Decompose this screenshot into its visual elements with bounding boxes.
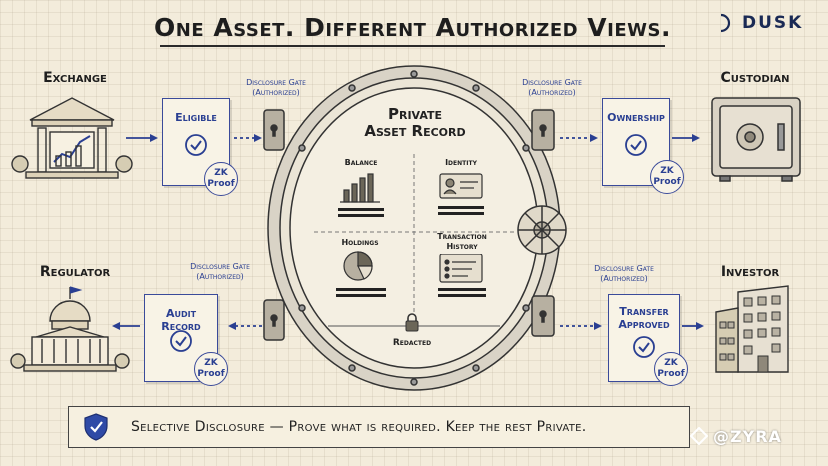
zk-line1: ZK (214, 168, 228, 178)
check-circle-icon (633, 336, 655, 358)
quadrant-label-line1: Transaction (437, 232, 487, 241)
lock-icon (405, 313, 419, 332)
quadrant-label-balance: Balance (344, 158, 378, 167)
gate-label-line1: Disclosure Gate (246, 78, 306, 87)
watermark-text: @ZYRA (713, 426, 782, 446)
vault-title-line1: Private (388, 105, 442, 123)
party-label-exchange: Exchange (43, 70, 107, 86)
id-card-icon (438, 173, 484, 215)
check-circle-icon (185, 134, 207, 156)
dusk-logo-icon (720, 13, 731, 33)
gate-label-exchange: Disclosure Gate(Authorized) (236, 78, 316, 98)
vault-door (263, 65, 567, 391)
office-building-icon (715, 285, 789, 373)
gate-label-line2: (Authorized) (196, 272, 244, 281)
zk-line1: ZK (664, 358, 678, 368)
quadrant-label-line2: History (446, 242, 478, 251)
quadrant-label-identity: Identity (445, 158, 477, 167)
pie-chart-icon (336, 251, 386, 297)
gate-label-custodian: Disclosure Gate(Authorized) (512, 78, 592, 98)
capitol-building-icon (10, 286, 130, 372)
quadrant-label-holdings: Holdings (341, 238, 379, 247)
zk-line1: ZK (660, 166, 674, 176)
page-title: One Asset. Different Authorized Views. (154, 12, 671, 42)
party-label-investor: Investor (720, 264, 780, 280)
gate-label-line1: Disclosure Gate (190, 262, 250, 271)
gate-label-line2: (Authorized) (528, 88, 576, 97)
card-title-audit-record: Audit Record (161, 307, 201, 333)
gate-label-line2: (Authorized) (252, 88, 300, 97)
gate-label-line1: Disclosure Gate (594, 264, 654, 273)
title-underline (160, 45, 665, 47)
safe-icon (711, 97, 801, 182)
bar-chart-icon (338, 173, 384, 217)
gate-label-investor: Disclosure Gate(Authorized) (584, 264, 664, 284)
vault-title: Private Asset Record (340, 106, 490, 140)
card-title-eligible: Eligible (175, 111, 217, 124)
footer-text: Selective Disclosure — Prove what is req… (131, 419, 587, 435)
vault-title-line2: Asset Record (364, 122, 466, 140)
list-doc-icon (438, 254, 486, 297)
party-label-regulator: Regulator (39, 264, 111, 280)
check-circle-icon (170, 330, 192, 352)
gate-label-regulator: Disclosure Gate(Authorized) (180, 262, 260, 282)
redacted-label: Redacted (392, 338, 432, 348)
card-title-transfer-approved: Transfer Approved (609, 305, 679, 331)
card-title-line2: Approved (618, 318, 670, 331)
brand-logo: DUSK (718, 10, 822, 36)
watermark: @ZYRA (690, 424, 824, 448)
zk-line2: Proof (653, 177, 681, 187)
party-label-custodian: Custodian (720, 70, 790, 86)
gate-label-line2: (Authorized) (600, 274, 648, 283)
card-title-line1: Transfer (619, 305, 669, 318)
exchange-building-icon (11, 97, 133, 179)
zk-line2: Proof (207, 179, 235, 189)
shield-check-icon (84, 413, 108, 441)
zk-line2: Proof (657, 369, 685, 379)
check-circle-icon (625, 134, 647, 156)
quadrant-label-transaction-history: Transaction History (428, 232, 496, 252)
gate-label-line1: Disclosure Gate (522, 78, 582, 87)
brand-name: DUSK (742, 13, 804, 33)
zk-line1: ZK (204, 358, 218, 368)
card-title-ownership: Ownership (607, 111, 665, 124)
diamond-logo-icon (690, 427, 708, 445)
zk-line2: Proof (197, 369, 225, 379)
footer-banner: Selective Disclosure — Prove what is req… (68, 406, 690, 448)
